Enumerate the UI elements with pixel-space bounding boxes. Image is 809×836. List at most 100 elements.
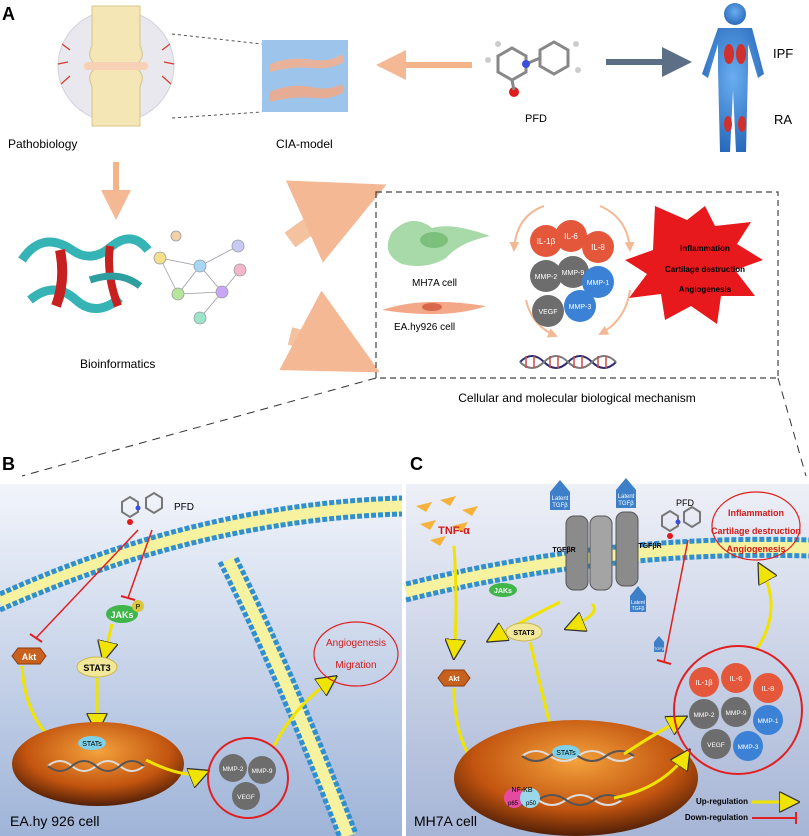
circle-il8-a-label: IL-8 [591,243,605,252]
circle-mmp1-c [753,705,783,735]
effect-angiogenesis-b: Angiogenesis [326,638,386,649]
circle-mmp2-b [219,754,247,782]
eahy-nucleus [422,303,442,311]
protein-structure [18,234,152,313]
jaks-label-c: JAKs [494,588,512,595]
circle-mmp3-a [564,290,596,322]
arrow-receptor-stat3-c [568,602,596,628]
cell-label-c: MH7A cell [414,813,477,829]
circle-il6-c [721,663,751,693]
cell-label-b: EA.hy 926 cell [10,813,100,829]
inhibit-bar-akt-b [29,633,43,643]
zoom-line-right [777,377,807,477]
effects-ellipse-b [313,621,399,687]
arrow-upper-to-mechanism [284,180,387,263]
stat3-node-c [505,622,543,642]
circle-mmp3-a-label: MMP-3 [569,304,592,311]
phospho-label-b: P [136,604,141,611]
akt-label-c: Akt [448,676,460,683]
cytokine-circles-c: IL-1β IL-6 IL-8 MMP-2 MMP-9 MMP-1 VEGF M… [689,663,783,761]
circle-il6-a-label: IL-6 [564,232,578,241]
effects-ellipse-c [711,491,801,561]
ipf-label: IPF [773,46,793,61]
circle-il1b-a-label: IL-1β [537,237,556,246]
latent-tgfb-3 [630,586,646,612]
circle-vegf-a [532,295,564,327]
inhibit-line-c [663,539,689,663]
inhibit-bar-jaks-b [120,595,136,601]
circle-mmp9-a-label: MMP-9 [562,270,585,277]
cycle-arrow-2 [599,205,635,252]
cycle-arrow-1 [509,205,545,252]
circle-mmp2-a [530,260,562,292]
circle-mmp9-b-label: MMP-9 [252,768,273,775]
bioinformatics-label: Bioinformatics [80,357,155,371]
star-inflammation: Inflammation [680,244,730,253]
eahy-label-a: EA.hy926 cell [394,322,455,333]
arrow-lower-to-mechanism [279,290,380,373]
arrow-jaks-stat3-b [104,623,112,658]
dna-c [509,750,635,806]
jaks-label-b: JAKs [110,610,133,620]
effect-migration-b: Migration [335,660,376,671]
arrow-circle-effects-b [272,678,334,747]
stat3-label-c: STAT3 [513,630,534,637]
latent-tgfb-3-l2: TGFβ [632,606,645,612]
panel-c-letter: C [410,454,423,474]
tgfb-small-label: TGFβ [654,646,665,651]
legend-up-label: Up-regulation [696,797,748,806]
stats-node-b [78,736,106,750]
nfkb-p65-node [504,788,524,808]
circle-mmp1-a-label: MMP-1 [587,280,610,287]
zoom-line-top [171,33,263,45]
akt-label-b: Akt [22,652,37,662]
effects-star [625,206,763,324]
lung-right [736,44,746,64]
effect-inflammation-c: Inflammation [728,508,784,518]
akt-node-b [11,647,47,665]
circle-il1b-c [689,667,719,697]
panel-a-letter: A [2,4,15,24]
circle-il6-a [555,220,587,252]
cia-model-label: CIA-model [276,137,333,151]
ra-label: RA [774,112,792,127]
circle-mmp9-c-label: MMP-9 [726,710,747,717]
latent-tgfb-2-l2: TGFβ [618,501,634,507]
cia-model-photo [262,40,348,112]
latent-tgfb-2-l1: Latent [618,494,635,500]
stats-label-b: STATs [82,741,102,748]
latent-tgfb-2 [616,478,636,508]
tgfbr-receptors [565,511,639,591]
legend-down-label: Down-regulation [685,813,748,822]
stat3-node-b [76,656,118,678]
akt-node-c [437,669,471,687]
stats-node-c [552,745,580,759]
human-body-illustration [702,3,764,152]
pfd-molecule [485,40,581,97]
p65-label: p65 [508,801,519,807]
star-cartilage: Cartilage destruction [665,265,745,274]
membrane-b [0,495,403,836]
mechanism-box [375,191,779,379]
circle-mmp2-c [689,699,719,729]
knee-right [738,116,746,132]
dna-b [47,760,145,772]
inhibit-line-jaks-b [127,529,153,599]
circle-il8-c-label: IL-8 [762,684,775,693]
phospho-b [132,600,144,612]
zoom-line-left [21,377,377,477]
tgfb-small [654,636,664,652]
circle-il8-c [753,673,783,703]
pathobiology-label: Pathobiology [8,137,77,151]
arrow-nucleus-circle-b [145,758,206,774]
arrow-nucleus-circle-c2 [613,752,688,800]
product-circle-b [207,737,289,819]
stat3-label-b: STAT3 [83,663,110,673]
circle-vegf-c [701,729,731,759]
circle-mmp2-a-label: MMP-2 [535,274,558,281]
zoom-line-bottom [171,111,263,119]
latent-tgfb-1 [550,480,570,510]
pfd-label-c: PFD [676,498,695,508]
